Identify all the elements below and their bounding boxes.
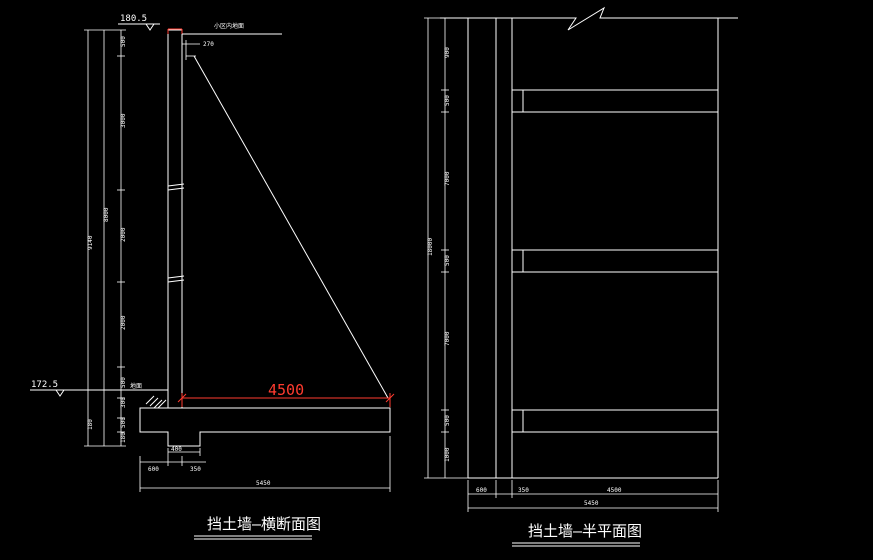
- vdim-seg-6: 300: [120, 397, 127, 408]
- stem-height-label: 8000: [103, 207, 110, 222]
- bottom-dimension-lines: [139, 436, 391, 492]
- cross-section-title: 挡土墙—横断面图: [207, 515, 321, 533]
- plan-buttress-3: [511, 409, 719, 433]
- left-ground-label: 地面: [130, 382, 142, 390]
- plan-vdim-5: 7000: [444, 331, 451, 346]
- plan-buttress-1: [511, 89, 719, 113]
- vdim-bottom-a: 180: [87, 419, 94, 430]
- plan-total-width-label: 5450: [584, 500, 599, 507]
- plan-hdim-2: 350: [518, 487, 529, 494]
- vdim-seg-1: 500: [120, 36, 127, 47]
- plan-vdim-3: 7000: [444, 171, 451, 186]
- toe-width-label: 600: [148, 466, 159, 473]
- plan-bottom-dimension-lines: [467, 480, 719, 512]
- vdim-seg-3: 2000: [120, 227, 127, 242]
- plan-vdim-7: 1000: [444, 447, 451, 462]
- base-length-label: 4500: [268, 381, 304, 399]
- plan-vdim-6: 500: [444, 415, 451, 426]
- cross-section-view: 180.5 小区内地面 270: [30, 14, 395, 540]
- plan-vdim-1: 900: [444, 47, 451, 58]
- cap-dimension-label: 270: [203, 41, 214, 48]
- top-elevation-label: 180.5: [120, 14, 147, 24]
- plan-vertical-dimension-lines: [424, 17, 468, 479]
- plan-hdim-3: 4500: [607, 487, 622, 494]
- vdim-seg-5: 500: [120, 377, 127, 388]
- plan-vdim-2: 500: [444, 95, 451, 106]
- key-width-label: 400: [171, 446, 182, 453]
- ground-hatch: [145, 395, 167, 409]
- base-slab: [139, 407, 391, 447]
- left-elevation-label: 172.5: [31, 380, 58, 390]
- left-elevation-triangle: [55, 389, 65, 397]
- base-length-dimension: [177, 393, 395, 407]
- vdim-seg-2: 3000: [120, 113, 127, 128]
- half-plan-view: 18000 900 500 7000 500 7000 500 1000 600…: [424, 6, 738, 547]
- stem-joints: [167, 183, 185, 283]
- vdim-seg-7: 500: [120, 417, 127, 428]
- inner-ground-label: 小区内地面: [214, 22, 244, 30]
- half-plan-title: 挡土墙—半平面图: [528, 522, 642, 540]
- plan-total-height-label: 18000: [427, 238, 434, 256]
- plan-break-line: [440, 6, 738, 31]
- top-elevation-triangle: [145, 23, 155, 31]
- total-height-label: 9140: [87, 235, 94, 250]
- heel-width-label: 350: [190, 466, 201, 473]
- plan-buttress-2: [511, 249, 719, 273]
- vdim-seg-8: 180: [120, 432, 127, 443]
- total-width-label: 5450: [256, 480, 271, 487]
- vertical-dimension-lines: [84, 29, 126, 447]
- retaining-wall-stem: [167, 29, 183, 409]
- plan-vdim-4: 500: [444, 255, 451, 266]
- buttress-diagonal: [193, 55, 389, 399]
- plan-hdim-1: 600: [476, 487, 487, 494]
- vdim-seg-4: 2000: [120, 315, 127, 330]
